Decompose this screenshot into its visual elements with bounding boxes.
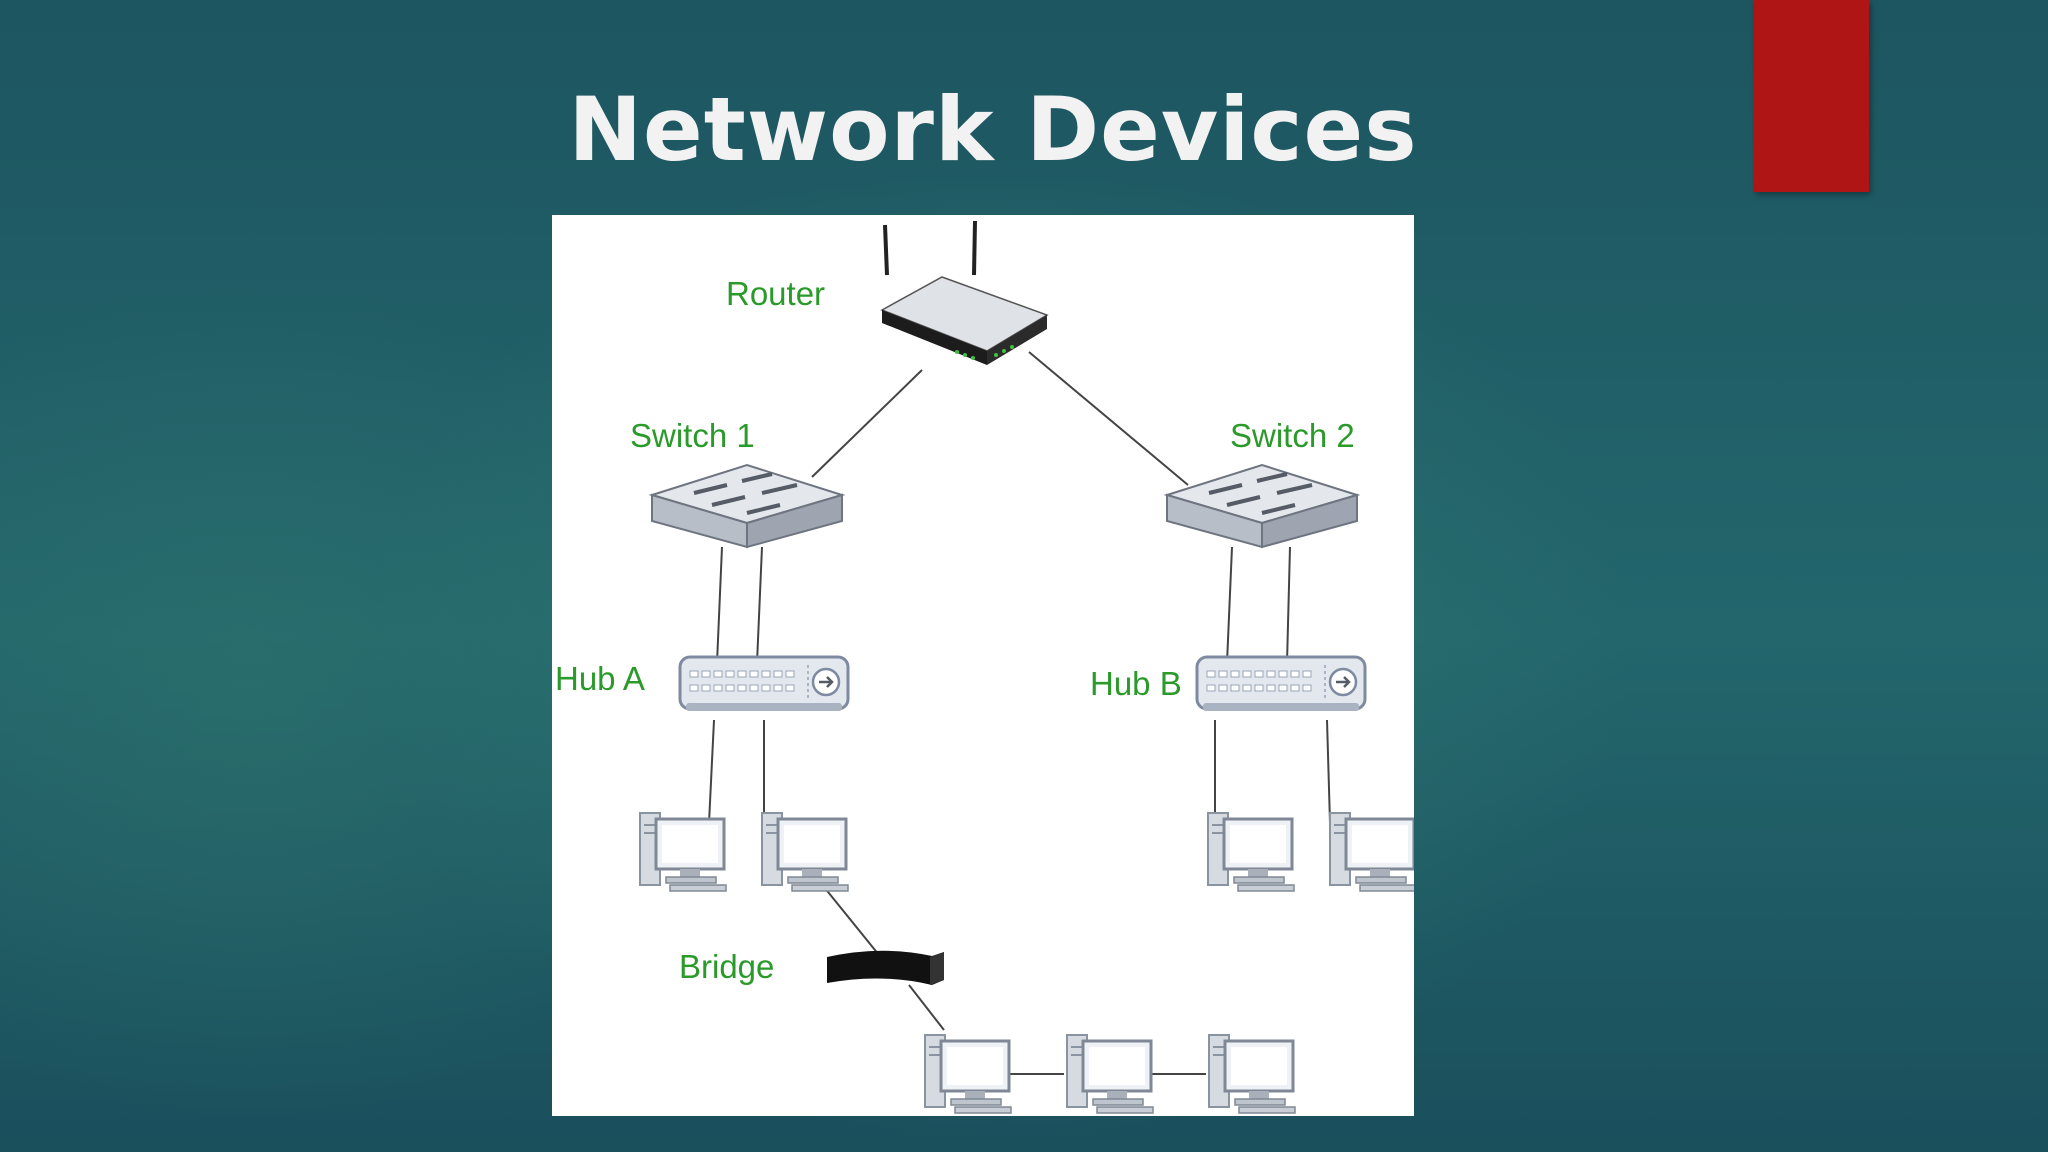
computer-icon <box>1206 811 1296 893</box>
computer-icon <box>1328 811 1414 893</box>
hub-b-label: Hub B <box>1090 665 1182 702</box>
hub-b-icon <box>1195 655 1367 713</box>
bridge-label: Bridge <box>679 948 775 985</box>
switch-2-icon <box>1165 463 1359 549</box>
switch-2-label: Switch 2 <box>1230 417 1355 454</box>
switch-1-label: Switch 1 <box>630 417 755 454</box>
hub-a-icon <box>678 655 850 713</box>
computer-icon <box>760 811 850 893</box>
accent-bar <box>1754 0 1869 192</box>
computer-icon <box>1207 1033 1297 1115</box>
bridge-icon <box>827 950 944 985</box>
connection-lines <box>708 351 1331 1075</box>
slide-title: Network Devices <box>568 78 1418 181</box>
network-diagram: Router Switch 1 Switch 2 Hub A Hub B Bri… <box>552 215 1414 1116</box>
switch-1-icon <box>650 463 844 549</box>
computer-icon <box>1065 1033 1155 1115</box>
hub-a-label: Hub A <box>555 660 645 697</box>
computer-icon <box>923 1033 1013 1115</box>
computer-icon <box>638 811 728 893</box>
router-label: Router <box>726 275 826 312</box>
router-icon <box>880 220 1049 365</box>
